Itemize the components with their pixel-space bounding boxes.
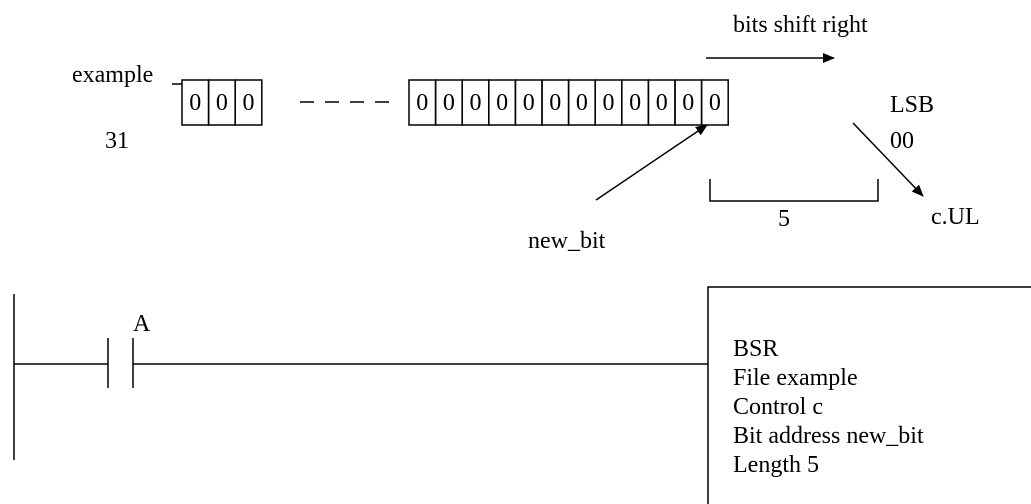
instruction-file: File example [733, 365, 858, 391]
bit-value: 0 [629, 90, 641, 116]
instruction-control: Control c [733, 394, 823, 420]
bit-value: 0 [576, 90, 588, 116]
unload-arrow [852, 122, 924, 197]
instruction-mnemonic: BSR [733, 336, 778, 362]
lsb-label: LSB [890, 92, 934, 118]
contact-label: A [133, 311, 151, 337]
bit-value: 0 [216, 90, 228, 116]
bit-value: 0 [470, 90, 482, 116]
length-label: 5 [778, 206, 790, 232]
lsb-index-label: 00 [890, 128, 914, 154]
unload-bit-label: c.UL [931, 204, 980, 230]
register-name: example [72, 62, 153, 88]
bit-value: 0 [656, 90, 668, 116]
shift-direction-label: bits shift right [733, 12, 868, 38]
bit-cell [234, 79, 263, 126]
bit-value: 0 [243, 90, 255, 116]
msb-index-label: 31 [105, 128, 129, 154]
bit-value: 0 [523, 90, 535, 116]
new-bit-label: new_bit [528, 228, 606, 254]
bit-value: 0 [603, 90, 615, 116]
bit-value: 0 [189, 90, 201, 116]
length-bracket [709, 179, 879, 202]
bit-value: 0 [709, 90, 721, 116]
new-bit-arrow [595, 124, 708, 201]
bit-value: 0 [443, 90, 455, 116]
bit-value: 0 [416, 90, 428, 116]
instruction-length: Length 5 [733, 452, 819, 478]
bsr-instruction-box [707, 286, 1031, 504]
instruction-bit-address: Bit address new_bit [733, 423, 924, 449]
bit-value: 0 [549, 90, 561, 116]
bit-cell [700, 79, 729, 126]
bit-value: 0 [496, 90, 508, 116]
bit-value: 0 [682, 90, 694, 116]
